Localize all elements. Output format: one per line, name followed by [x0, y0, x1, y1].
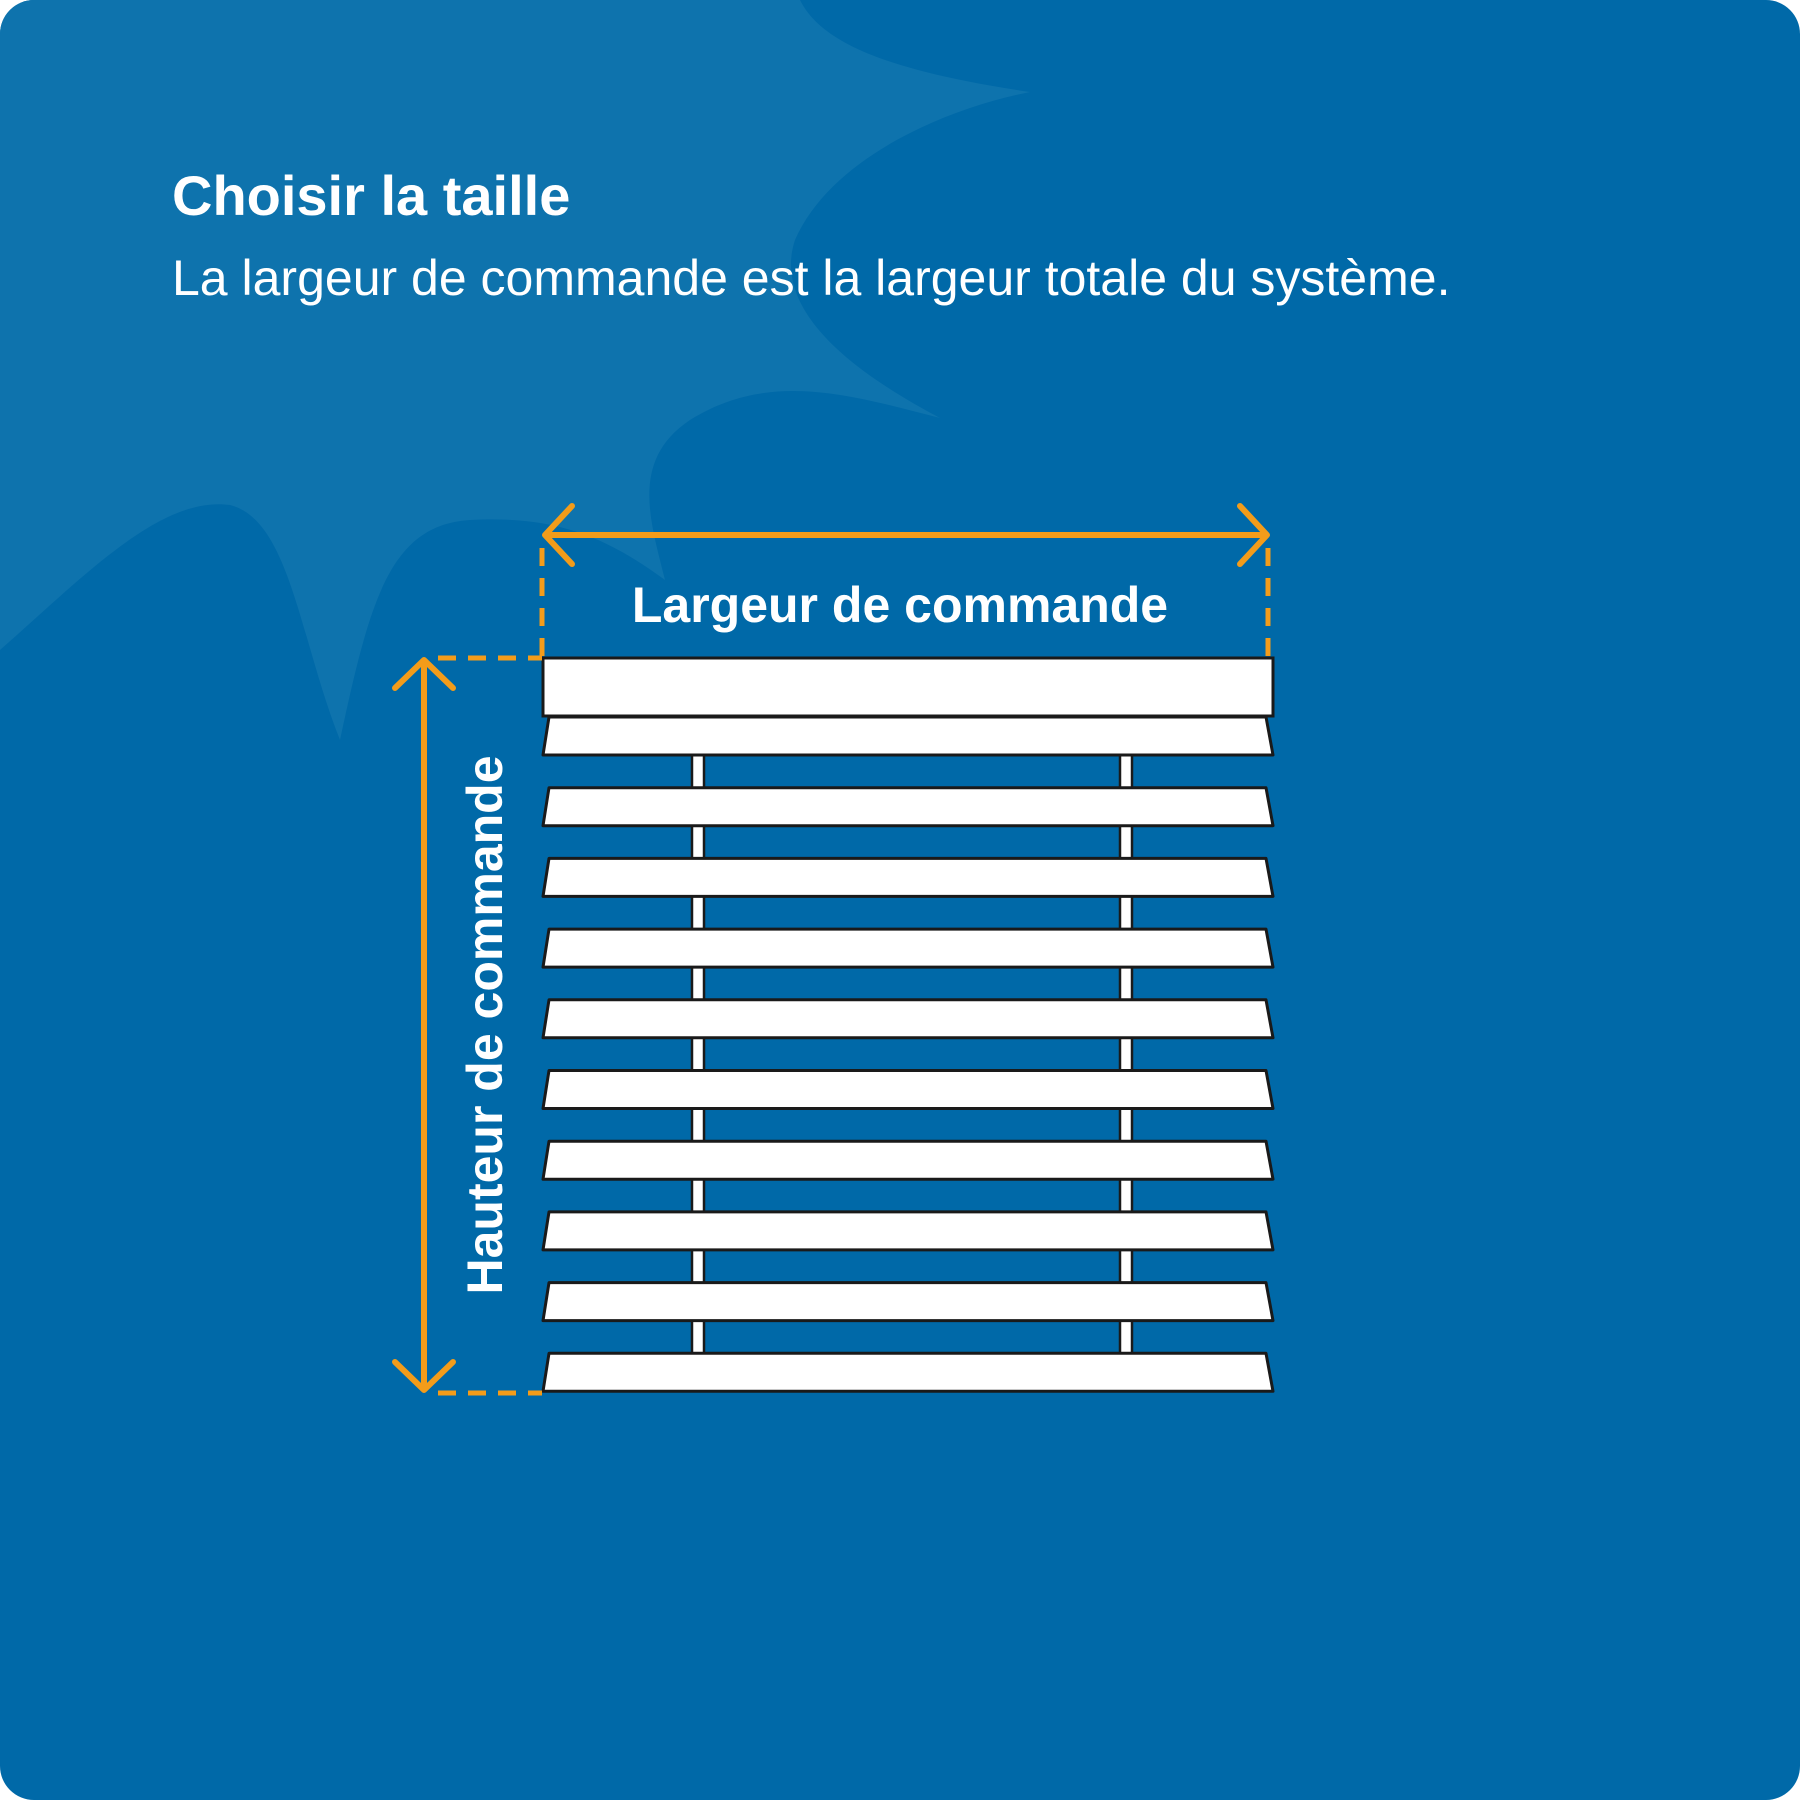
- width-arrow-left-head: [542, 503, 575, 567]
- blind-slat: [541, 1139, 1275, 1181]
- blind-slats: [541, 656, 1275, 1393]
- blind-slat: [541, 1210, 1275, 1252]
- blind-slat: [541, 786, 1275, 828]
- width-dimension: Largeur de commande: [539, 503, 1271, 656]
- height-label: Hauteur de commande: [457, 755, 513, 1294]
- blind-slat: [541, 927, 1275, 969]
- page-description: La largeur de commande est la largeur to…: [172, 250, 1451, 306]
- blind-slat: [541, 1351, 1275, 1393]
- ladder-cord: [690, 743, 706, 1362]
- ladder-cords: [690, 743, 1134, 1362]
- blind-slat: [541, 1069, 1275, 1110]
- height-arrow-bottom-head: [392, 1359, 456, 1393]
- blind-slat: [541, 998, 1275, 1040]
- blind-slat: [541, 856, 1275, 898]
- width-arrow-right-head: [1237, 503, 1270, 567]
- height-dimension: Hauteur de commande: [392, 655, 542, 1396]
- blind-slat: [541, 715, 1275, 757]
- height-arrow-top-head: [392, 657, 456, 691]
- blind-headrail: [541, 656, 1275, 718]
- blind-slat: [541, 1281, 1275, 1323]
- page-title: Choisir la taille: [172, 164, 571, 227]
- ladder-cord: [1118, 743, 1134, 1362]
- width-label: Largeur de commande: [632, 577, 1168, 633]
